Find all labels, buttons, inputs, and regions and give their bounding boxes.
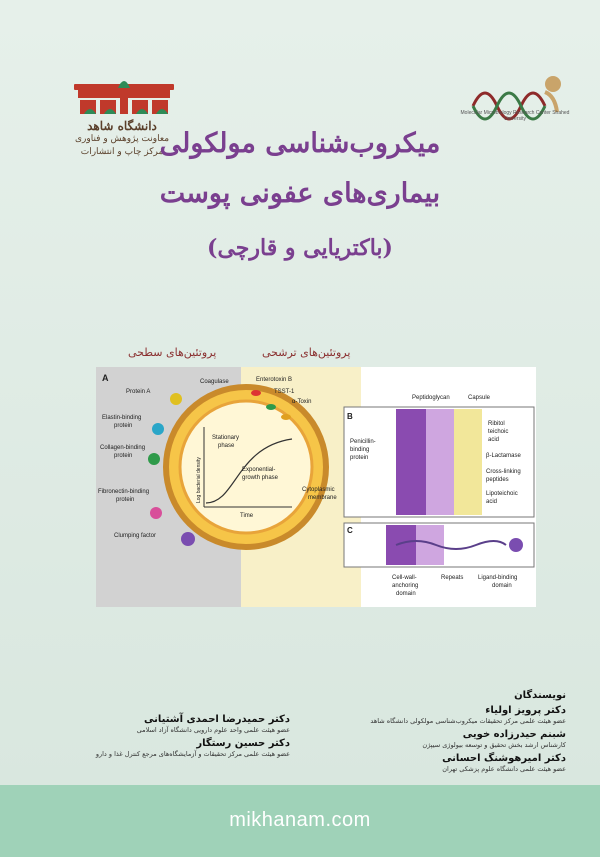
publisher-line3: مرکز چاپ و انتشارات [80,147,164,157]
tsst-glyph [266,404,276,410]
authors-left: دکتر حمیدرضا احمدی آشتیانی عضو هیئت علمی… [60,710,290,758]
author-aff-5: عضو هیئت علمی مرکز تحقیقات و آزمایشگاه‌ه… [95,750,290,758]
lipo-label-2: acid [486,499,497,505]
collagen-label-1: Collagen-binding [100,445,145,451]
authors-right: نویسندگان دکتر پرویز اولیاء عضو هیئت علم… [326,690,566,773]
collagen-glyph [148,453,160,465]
penicillin-label-3: protein [350,455,368,461]
crosslink-label-1: Cross-linking [486,469,521,475]
penicillin-label-2: binding [350,447,369,453]
publisher-text: دانشگاه شاهد معاونت پژوهش و فناوری مرکز … [62,120,182,159]
cellwall-label-1: Cell-wall- [392,575,417,581]
label-secreted-proteins: پروتئین‌های ترشحی [262,346,351,359]
stationary-label-1: Stationary [212,435,239,441]
cellwall-label-2: anchoring [392,583,418,589]
protein-a-label: Protein A [126,389,150,395]
membrane-band [396,409,426,515]
panel-c-letter: C [347,526,353,535]
crosslink-label-2: peptides [486,477,509,483]
author-aff-3: عضو هیئت علمی دانشگاه علوم پزشکی تهران [442,765,566,773]
label-surface-proteins: پروتئین‌های سطحی [128,346,217,359]
penicillin-label-1: Penicillin- [350,439,376,445]
research-center-caption: Molecular Microbiology Research Center S… [460,110,570,122]
capsule-label: Capsule [468,395,491,401]
tsst-label: TSST-1 [274,389,295,395]
peptidoglycan-label: Peptidoglycan [412,395,450,401]
ribitol-label-3: acid [488,437,499,443]
author-name-1: دکتر پرویز اولیاء [485,705,566,716]
ligand-label-1: Ligand-binding [478,575,517,581]
title-line-3: (باکتریایی و قارچی) [207,235,393,261]
panel-b-letter: B [347,412,353,421]
research-center-logo [471,76,561,121]
publisher-name: دانشگاه شاهد [87,119,157,133]
title-line-1: میکروب‌شناسی مولکولی [159,128,441,159]
enterotoxin-label: Enterotoxin B [256,377,292,383]
enterotoxin-glyph [251,390,261,396]
anchor-chain [395,540,507,550]
protein-a-glyph [170,393,182,405]
lactamase-label: β-Lactamase [486,453,521,459]
fibronectin-label-1: Fibronectin-binding [98,489,149,495]
atoxin-glyph [281,414,291,420]
publisher-line2: معاونت پژوهش و فناوری [74,134,170,144]
atoxin-label: α-Toxin [292,399,311,405]
coagulase-label: Coagulase [200,379,229,385]
fibronectin-glyph [150,507,162,519]
stationary-label-2: phase [218,443,235,449]
footer-site[interactable]: mikhanam.com [229,809,371,831]
fibronectin-label-2: protein [116,497,134,503]
elastin-label-1: Elastin-binding [102,415,141,421]
cellwall-label-3: domain [396,591,416,597]
cytoplasmic-label-1: Cytoplasmic [302,487,335,493]
xlabel-text: Time [240,513,254,519]
exponential-label-1: Exponential- [242,467,275,473]
collagen-label-2: protein [114,453,132,459]
author-name-3: دکتر امیرهوشنگ احسانی [442,753,566,764]
clumping-glyph [181,532,195,546]
elastin-label-2: protein [114,423,132,429]
ligand-glyph [509,538,523,552]
ligand-label-2: domain [492,583,512,589]
exponential-label-2: growth phase [242,475,279,481]
author-name-4: دکتر حمیدرضا احمدی آشتیانی [144,714,290,725]
footer-bar: mikhanam.com [0,785,600,857]
author-name-2: شبنم حیدرزاده خویی [462,729,566,740]
bacterial-cell-figure: A Protein A Coagulase Enterotoxin B TSST… [96,367,536,607]
clumping-label: Clumping factor [114,533,156,539]
repeats-label: Repeats [441,575,463,581]
author-name-5: دکتر حسین رستگار [196,738,290,749]
peptidoglycan-band [426,409,454,515]
shahed-university-logo [74,81,174,114]
elastin-glyph [152,423,164,435]
author-aff-4: عضو هیئت علمی واحد علوم دارویی دانشگاه آ… [136,726,290,734]
cytoplasmic-label-2: membrane [308,495,337,501]
lipo-label-1: Lipoteichoic [486,491,518,497]
capsule-band [454,409,482,515]
ribitol-label-2: teichoic [488,429,508,435]
panel-a-letter: A [102,373,109,383]
author-aff-2: کارشناس ارشد بخش تحقیق و توسعه بیولوژی س… [422,741,566,749]
title-line-2: بیماری‌های عفونی پوست [159,178,441,209]
ribitol-label-1: Ribitol [488,421,505,427]
growth-curve [205,438,293,504]
author-aff-1: عضو هیئت علمی مرکز تحقیقات میکروب‌شناسی … [370,717,566,725]
ylabel-text: Log bacterial density [196,457,202,503]
authors-heading: نویسندگان [514,690,566,701]
